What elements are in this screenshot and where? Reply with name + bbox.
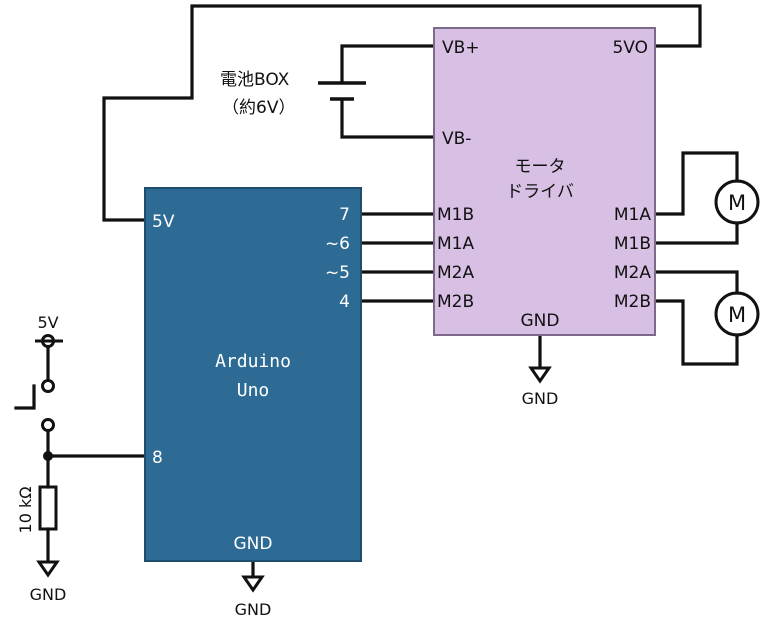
driver-pin-vb-plus: VB+ — [442, 38, 480, 58]
motor-2 — [714, 291, 760, 337]
driver-pin-right-m2b: M2B — [614, 292, 651, 312]
driver-pin-left-m1b: M1B — [437, 205, 474, 225]
driver-pin-gnd: GND — [521, 311, 560, 331]
supply-5v-label: 5V — [37, 313, 58, 332]
driver-pin-vb-minus: VB- — [442, 129, 471, 149]
wire-5v-supply — [102, 4, 702, 222]
driver-pin-left-m2b: M2B — [437, 292, 474, 312]
battery-label: 電池BOX — [220, 70, 290, 90]
wire-motor2-b — [653, 299, 739, 366]
motor-1 — [714, 179, 760, 225]
arduino-pin-gnd: GND — [234, 534, 273, 554]
switch-contact-top — [41, 379, 55, 393]
motor-1-symbol: M — [728, 191, 746, 215]
switch-gnd-label: GND — [30, 585, 67, 604]
arduino-gnd-label: GND — [235, 600, 272, 619]
driver-title-line1: モータ — [515, 157, 566, 177]
arduino-title-line1: Arduino — [215, 351, 291, 372]
arduino-gnd-symbol — [241, 575, 265, 593]
wire-motor2-a — [653, 270, 739, 295]
driver-pin-5vo: 5VO — [612, 38, 648, 58]
resistor-value-label: 10 kΩ — [16, 487, 35, 534]
arduino-pin-6: ~6 — [325, 234, 350, 254]
wire-motor1-b — [653, 221, 739, 245]
driver-pin-left-m2a: M2A — [437, 263, 474, 283]
battery-voltage-label: （約6V） — [222, 98, 295, 118]
switch-contact-bottom — [41, 418, 55, 432]
arduino-pin-7: 7 — [339, 205, 350, 225]
arduino-pin-4: 4 — [339, 292, 350, 312]
wire-battery-negative — [340, 98, 436, 139]
driver-pin-left-m1a: M1A — [437, 234, 474, 254]
driver-title-line2: ドライバ — [506, 182, 574, 202]
driver-pin-right-m1b: M1B — [614, 234, 651, 254]
push-switch-actuator — [14, 384, 36, 410]
arduino-pin-5: ~5 — [325, 263, 350, 283]
driver-gnd-label: GND — [522, 389, 559, 408]
wire-battery-positive — [340, 44, 436, 84]
wire-motor1-a — [653, 151, 739, 216]
arduino-pin-5v: 5V — [152, 212, 175, 232]
driver-gnd-symbol — [528, 366, 552, 384]
driver-pin-right-m1a: M1A — [614, 205, 651, 225]
arduino-pin-8: 8 — [152, 448, 163, 468]
motor-2-symbol: M — [728, 303, 746, 327]
arduino-board — [144, 187, 362, 562]
resistor — [38, 485, 58, 531]
motor-driver-board — [433, 27, 656, 336]
arduino-title-line2: Uno — [237, 380, 270, 401]
switch-gnd-symbol — [36, 560, 60, 578]
driver-pin-right-m2a: M2A — [614, 263, 651, 283]
